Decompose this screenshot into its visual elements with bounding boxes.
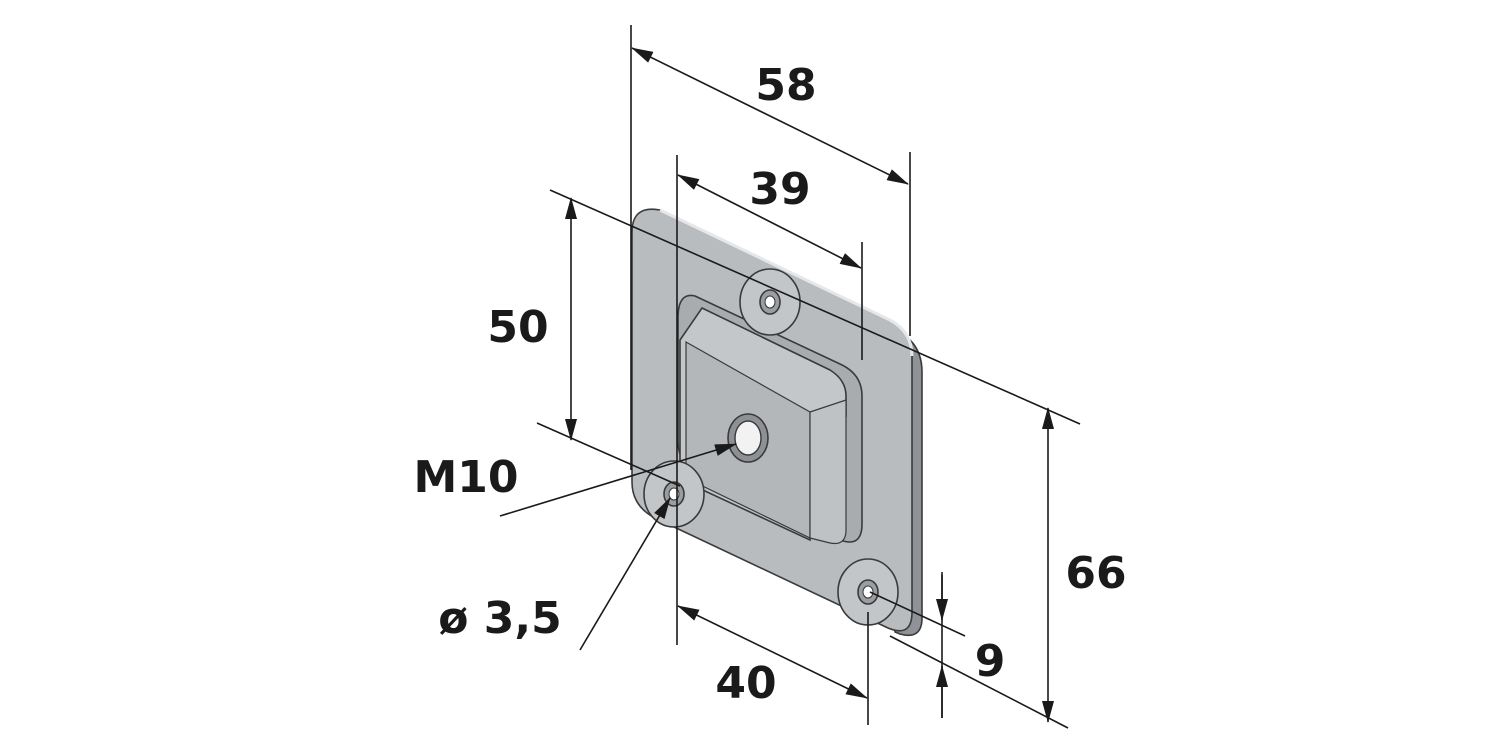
label-thread: M10 — [413, 452, 518, 503]
screw-hole-top — [739, 268, 801, 336]
label-height-inner: 50 — [487, 302, 548, 353]
mounting-plate — [631, 208, 923, 637]
label-edge-offset: 9 — [975, 636, 1006, 687]
dimension-lines — [499, 47, 1054, 723]
label-width-outer: 58 — [755, 60, 816, 111]
dim-line-39 — [677, 174, 862, 269]
screw-hole-left — [643, 460, 705, 528]
plate-top-edge — [659, 208, 914, 357]
boss-side-face — [809, 399, 847, 545]
label-width-inner: 39 — [749, 164, 810, 215]
label-hole-diameter: ø 3,5 — [438, 593, 562, 644]
extension-lines — [536, 25, 1081, 729]
leader-hole — [579, 497, 671, 651]
label-bottom-span: 40 — [715, 658, 776, 709]
dimension-labels: 58 39 50 M10 ø 3,5 66 40 9 — [413, 60, 1126, 709]
thread-hole-inner — [734, 420, 762, 456]
leader-m10 — [499, 443, 737, 517]
dim-line-58 — [631, 47, 909, 185]
label-height-outer: 66 — [1065, 548, 1126, 599]
dim-line-40 — [677, 605, 868, 699]
